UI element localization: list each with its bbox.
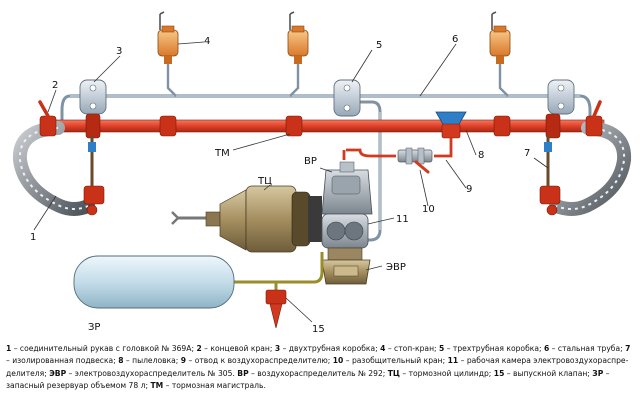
legend-item-number: ЗР — [592, 368, 604, 378]
label-7: 7 — [524, 148, 530, 159]
stopcock-middle — [287, 11, 309, 64]
legend-item-text: – тормозная магистраль. — [163, 381, 266, 391]
dust-collector — [435, 111, 467, 139]
label-8: 8 — [478, 150, 484, 161]
legend-item-text: – стоп-кран; — [385, 344, 440, 353]
legend-item: 15 – выпускной клапан; — [494, 369, 593, 378]
legend-item: 2 – концевой кран; — [196, 344, 274, 353]
end-cock-right — [585, 100, 603, 137]
legend-item: 6 – стальная труба; — [544, 344, 625, 353]
legend-item: 1 – соединительный рукав с головкой № 36… — [6, 344, 196, 353]
legend-item-number: ТМ — [150, 381, 164, 391]
legend-item-text: – отвод к воздухораспределителю; — [186, 356, 333, 366]
release-valve — [265, 289, 287, 329]
stopcock-right — [489, 11, 511, 64]
label-tc: ТЦ — [257, 176, 272, 187]
legend-item-text: – разобщительный кран; — [343, 356, 448, 366]
coupling-hose-left — [12, 121, 105, 216]
legend-item-number: 10 — [332, 356, 344, 366]
legend-item-text: – рабочая камера электровоздухораспре-де… — [6, 356, 629, 378]
isolating-cock — [397, 147, 433, 174]
end-cock-left — [38, 100, 57, 137]
stopcock-pipes — [166, 62, 509, 97]
legend-item: 7 – изолированная подвеска; — [6, 344, 630, 365]
legend-item: 11 – рабочая камера электровоздухораспре… — [6, 356, 628, 377]
coupling-hose-right — [539, 121, 632, 216]
legend-item-text: – воздухораспределитель № 292; — [248, 368, 388, 378]
air-distributor — [321, 161, 373, 215]
brake-cylinder — [171, 185, 322, 253]
legend-item-text: – двухтрубная коробка; — [280, 344, 381, 353]
branch-to-air-distributor — [342, 138, 453, 160]
insulated-hanger-right — [544, 136, 552, 186]
stopcock-left — [157, 11, 179, 64]
legend-item-number: ТЦ — [387, 368, 400, 378]
label-1: 1 — [30, 232, 36, 243]
label-4: 4 — [204, 36, 210, 47]
legend-item-text: – соединительный рукав с головкой № 369А… — [11, 344, 197, 353]
legend-item: 10 – разобщительный кран; — [333, 356, 448, 365]
brake-main-pipe — [43, 113, 605, 139]
spare-reservoir — [73, 255, 235, 309]
insulated-hanger-left — [88, 136, 96, 186]
two-pipe-box-left — [79, 79, 107, 115]
legend-item-number: 6 — [543, 344, 550, 353]
label-11: 11 — [396, 214, 409, 225]
legend-item: ВР – воздухораспределитель № 292; — [237, 369, 387, 378]
legend-item-text: – тормозной цилиндр; — [399, 368, 494, 378]
label-zr: ЗР — [88, 322, 100, 333]
legend-item: ЭВР – электровоздухораспределитель № 305… — [49, 369, 237, 378]
three-pipe-box — [333, 79, 361, 117]
legend: 1 – соединительный рукав с головкой № 36… — [6, 343, 634, 415]
legend-item: ТЦ – тормозной цилиндр; — [388, 369, 494, 378]
label-tm: ТМ — [214, 148, 230, 159]
electro-air-distributor — [321, 247, 371, 285]
label-vr: ВР — [304, 156, 317, 167]
legend-item: 3 – двухтрубная коробка; — [275, 344, 380, 353]
legend-item-text: – концевой кран; — [201, 344, 275, 353]
legend-item-number: ЭВР — [49, 368, 67, 378]
legend-item: 8 – пылеловка; — [118, 356, 181, 365]
brake-system-diagram: 1 2 3 4 5 6 7 8 9 10 11 15 ТМ ВР ТЦ ЭВР … — [12, 11, 632, 335]
legend-item-text: – трехтрубная коробка; — [444, 344, 544, 353]
legend-item-number: 11 — [447, 356, 459, 366]
legend-item: 4 – стоп-кран; — [380, 344, 439, 353]
legend-item-number: 7 — [625, 344, 631, 353]
legend-item-text: – пылеловка; — [123, 356, 181, 366]
label-6: 6 — [452, 34, 458, 45]
label-evr: ЭВР — [386, 262, 406, 273]
working-chamber — [321, 213, 369, 249]
two-pipe-box-right — [547, 79, 575, 115]
label-2: 2 — [52, 80, 58, 91]
legend-item-number: 8 — [118, 356, 124, 366]
label-9: 9 — [466, 184, 472, 195]
legend-item: ТМ – тормозная магистраль. — [150, 381, 265, 390]
label-5: 5 — [376, 40, 382, 51]
label-10: 10 — [422, 204, 435, 215]
legend-item-text: – выпускной клапан; — [504, 368, 593, 378]
label-3: 3 — [116, 46, 122, 57]
legend-item-number: 2 — [196, 344, 202, 353]
legend-item-text: – изолированная подвеска; — [6, 356, 119, 366]
legend-item-number: 3 — [274, 344, 281, 353]
legend-item-number: 15 — [493, 368, 505, 378]
legend-item: 9 – отвод к воздухораспределителю; — [181, 356, 333, 365]
reservoir-pipes — [226, 252, 324, 294]
legend-item-text: – запасный резервуар объемом 78 л; — [6, 368, 610, 391]
legend-item-number: 5 — [439, 344, 445, 353]
legend-item: 5 – трехтрубная коробка; — [439, 344, 544, 353]
legend-item-text: – электровоздухораспределитель № 305. — [66, 368, 238, 378]
legend-item-number: 4 — [380, 344, 386, 353]
leader-lines — [33, 41, 549, 323]
legend-item-text: – стальная труба; — [549, 344, 626, 353]
label-15: 15 — [312, 324, 325, 335]
legend-item-number: ВР — [237, 368, 249, 378]
legend-item-number: 1 — [6, 344, 12, 353]
legend-item: ЗР – запасный резервуар объемом 78 л; — [6, 369, 609, 390]
legend-item-number: 9 — [180, 356, 187, 366]
